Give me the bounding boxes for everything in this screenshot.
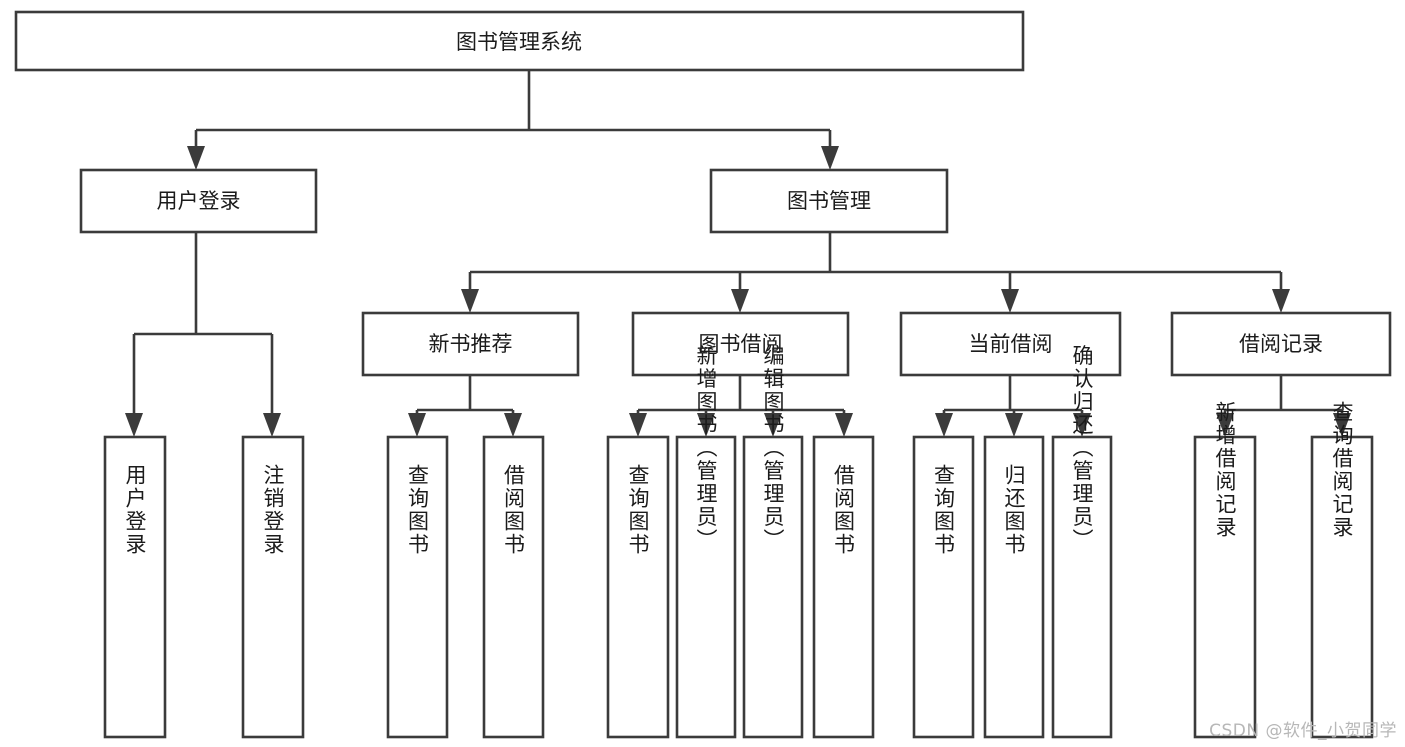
leaf-user-logout-box[interactable] [241,435,305,739]
leaf-query-book-2-label: 查询图书 [626,464,650,556]
node-book-manage-label: 图书管理 [787,189,871,213]
leaf-borrow-book-1-box[interactable] [482,435,545,739]
arrow-icon-leaf-query-book-1 [408,413,426,437]
leaf-user-logout[interactable]: 注销登录 [241,435,305,739]
leaf-edit-book[interactable]: 编辑图书（管理员） [742,345,804,739]
leaf-query-record[interactable]: 查询借阅记录 [1310,401,1374,739]
node-root-box[interactable] [14,10,1025,72]
node-borrow-record-box[interactable] [1170,311,1392,377]
arrow-icon-new-book-rec [461,289,479,313]
leaf-query-book-3[interactable]: 查询图书 [912,435,975,739]
arrow-icon-book-manage [821,146,839,170]
node-book-manage[interactable]: 图书管理 [709,168,949,234]
arrow-icon-leaf-query-record [1333,413,1351,437]
arrow-icon-leaf-query-book-3 [935,413,953,437]
leaf-edit-book-label: 编辑图书（管理员） [761,345,785,552]
arrow-icon-leaf-borrow-book-1 [504,413,522,437]
leaf-query-record-label: 查询借阅记录 [1330,401,1354,539]
leaf-query-record-box[interactable] [1310,435,1374,739]
leaf-add-record-box[interactable] [1193,435,1257,739]
arrow-icon-book-borrow [731,289,749,313]
arrow-icon-leaf-query-book-2 [629,413,647,437]
leaf-user-login-box[interactable] [103,435,167,739]
leaf-return-book-label: 归还图书 [1002,464,1026,556]
node-book-borrow-box[interactable] [631,311,850,377]
arrow-icon-user-login [187,146,205,170]
leaf-user-login-label: 用户登录 [123,464,147,556]
arrow-icon-leaf-borrow-book-2 [835,413,853,437]
node-book-borrow[interactable]: 图书借阅 [631,311,850,377]
leaf-borrow-book-2-label: 借阅图书 [832,464,856,556]
arrow-icon-leaf-add-record [1216,413,1234,437]
leaf-query-book-1[interactable]: 查询图书 [386,435,449,739]
leaf-borrow-book-1[interactable]: 借阅图书 [482,435,545,739]
leaf-borrow-book-2-box[interactable] [812,435,875,739]
leaf-borrow-book-1-label: 借阅图书 [502,464,526,556]
node-current-borrow-label: 当前借阅 [969,332,1053,356]
arrow-icon-current-borrow [1001,289,1019,313]
node-root[interactable]: 图书管理系统 [14,10,1025,72]
leaf-confirm-return[interactable]: 确认归还（管理员） [1051,345,1113,739]
node-new-book-rec-box[interactable] [361,311,580,377]
node-current-borrow-box[interactable] [899,311,1122,377]
leaf-edit-book-box[interactable] [742,435,804,739]
node-borrow-record[interactable]: 借阅记录 [1170,311,1392,377]
leaf-add-book[interactable]: 新增图书（管理员） [675,345,737,739]
leaf-add-record[interactable]: 新增借阅记录 [1193,401,1257,739]
node-new-book-rec[interactable]: 新书推荐 [361,311,580,377]
node-user-login-label: 用户登录 [157,189,241,213]
leaf-return-book-box[interactable] [983,435,1045,739]
node-borrow-record-label: 借阅记录 [1239,332,1323,356]
leaf-query-book-2-box[interactable] [606,435,670,739]
node-book-manage-box[interactable] [709,168,949,234]
arrow-icon-leaf-return-book [1005,413,1023,437]
arrow-icon-leaf-edit-book [764,413,782,437]
leaf-return-book[interactable]: 归还图书 [983,435,1045,739]
leaf-query-book-1-label: 查询图书 [406,464,430,556]
arrow-icon-leaf-user-logout [263,413,281,437]
leaf-borrow-book-2[interactable]: 借阅图书 [812,435,875,739]
arrow-icon-borrow-record [1272,289,1290,313]
node-current-borrow[interactable]: 当前借阅 [899,311,1122,377]
node-root-label: 图书管理系统 [456,30,582,54]
leaf-add-book-box[interactable] [675,435,737,739]
leaf-query-book-3-box[interactable] [912,435,975,739]
arrow-icon-leaf-add-book [697,413,715,437]
node-book-borrow-label: 图书借阅 [699,332,783,356]
node-user-login[interactable]: 用户登录 [79,168,318,234]
leaf-user-logout-label: 注销登录 [261,464,285,556]
leaf-add-book-label: 新增图书（管理员） [694,345,718,552]
arrow-icon-leaf-confirm-return [1073,413,1091,437]
node-user-login-box[interactable] [79,168,318,234]
leaf-query-book-2[interactable]: 查询图书 [606,435,670,739]
connector-layer [125,70,1351,437]
leaf-user-login[interactable]: 用户登录 [103,435,167,739]
leaf-query-book-3-label: 查询图书 [932,464,956,556]
leaf-confirm-return-box[interactable] [1051,435,1113,739]
leaf-add-record-label: 新增借阅记录 [1213,401,1237,539]
leaf-query-book-1-box[interactable] [386,435,449,739]
arrow-icon-leaf-user-login [125,413,143,437]
node-new-book-rec-label: 新书推荐 [429,332,513,356]
leaf-confirm-return-label: 确认归还（管理员） [1070,345,1094,552]
